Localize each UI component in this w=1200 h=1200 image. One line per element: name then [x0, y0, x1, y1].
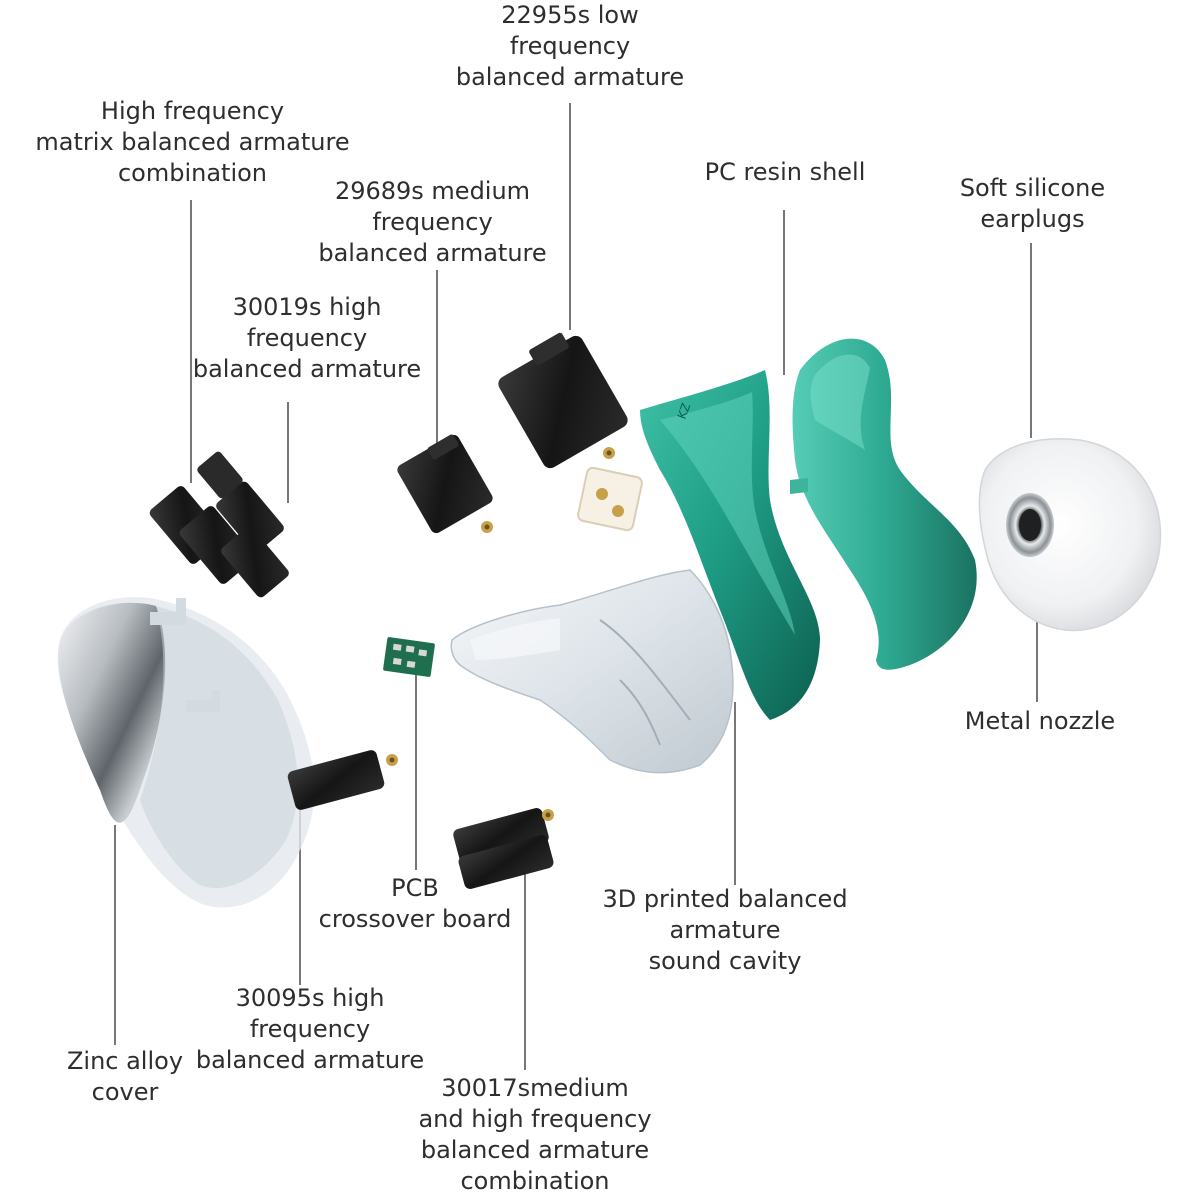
metal-nozzle	[1006, 493, 1054, 557]
pc-resin-shell-rear	[790, 338, 977, 670]
hf-ba-30095	[287, 750, 398, 810]
label-hf-matrix: High frequency matrix balanced armature …	[35, 97, 350, 187]
label-low-ba-22955: 22955s low frequency balanced armature	[455, 1, 685, 91]
label-3d-cavity: 3D printed balanced armature sound cavit…	[602, 885, 848, 975]
label-silicone-tips: Soft silicone earplugs	[959, 174, 1106, 233]
leader-lines	[114, 103, 1038, 1070]
label-pc-shell: PC resin shell	[704, 158, 866, 186]
low-ba-22955	[498, 332, 628, 469]
label-zinc-cover: Zinc alloy cover	[66, 1047, 184, 1106]
label-hf-ba-30095: 30095s high frequency balanced armature	[195, 984, 425, 1074]
mid-ba-29689	[397, 434, 493, 534]
label-hf-ba-30019: 30019s high frequency balanced armature	[192, 293, 422, 383]
pc-resin-shell: KZ	[640, 370, 820, 720]
label-metal-nozzle: Metal nozzle	[964, 707, 1116, 735]
label-pcb: PCB crossover board	[318, 874, 512, 933]
pcb-crossover-board	[383, 637, 435, 677]
label-mid-ba-29689: 29689s medium frequency balanced armatur…	[318, 177, 547, 267]
svg-text:KZ: KZ	[675, 401, 694, 421]
3d-printed-sound-cavity	[450, 569, 734, 774]
label-mhf-ba-30017: 30017smedium and high frequency balanced…	[418, 1074, 652, 1195]
zinc-alloy-cover	[57, 596, 315, 908]
connector-socket	[577, 466, 643, 532]
hf-matrix-ba-combination	[149, 451, 289, 598]
mhf-ba-30017	[453, 808, 554, 889]
silicone-ear-tip	[978, 438, 1162, 632]
